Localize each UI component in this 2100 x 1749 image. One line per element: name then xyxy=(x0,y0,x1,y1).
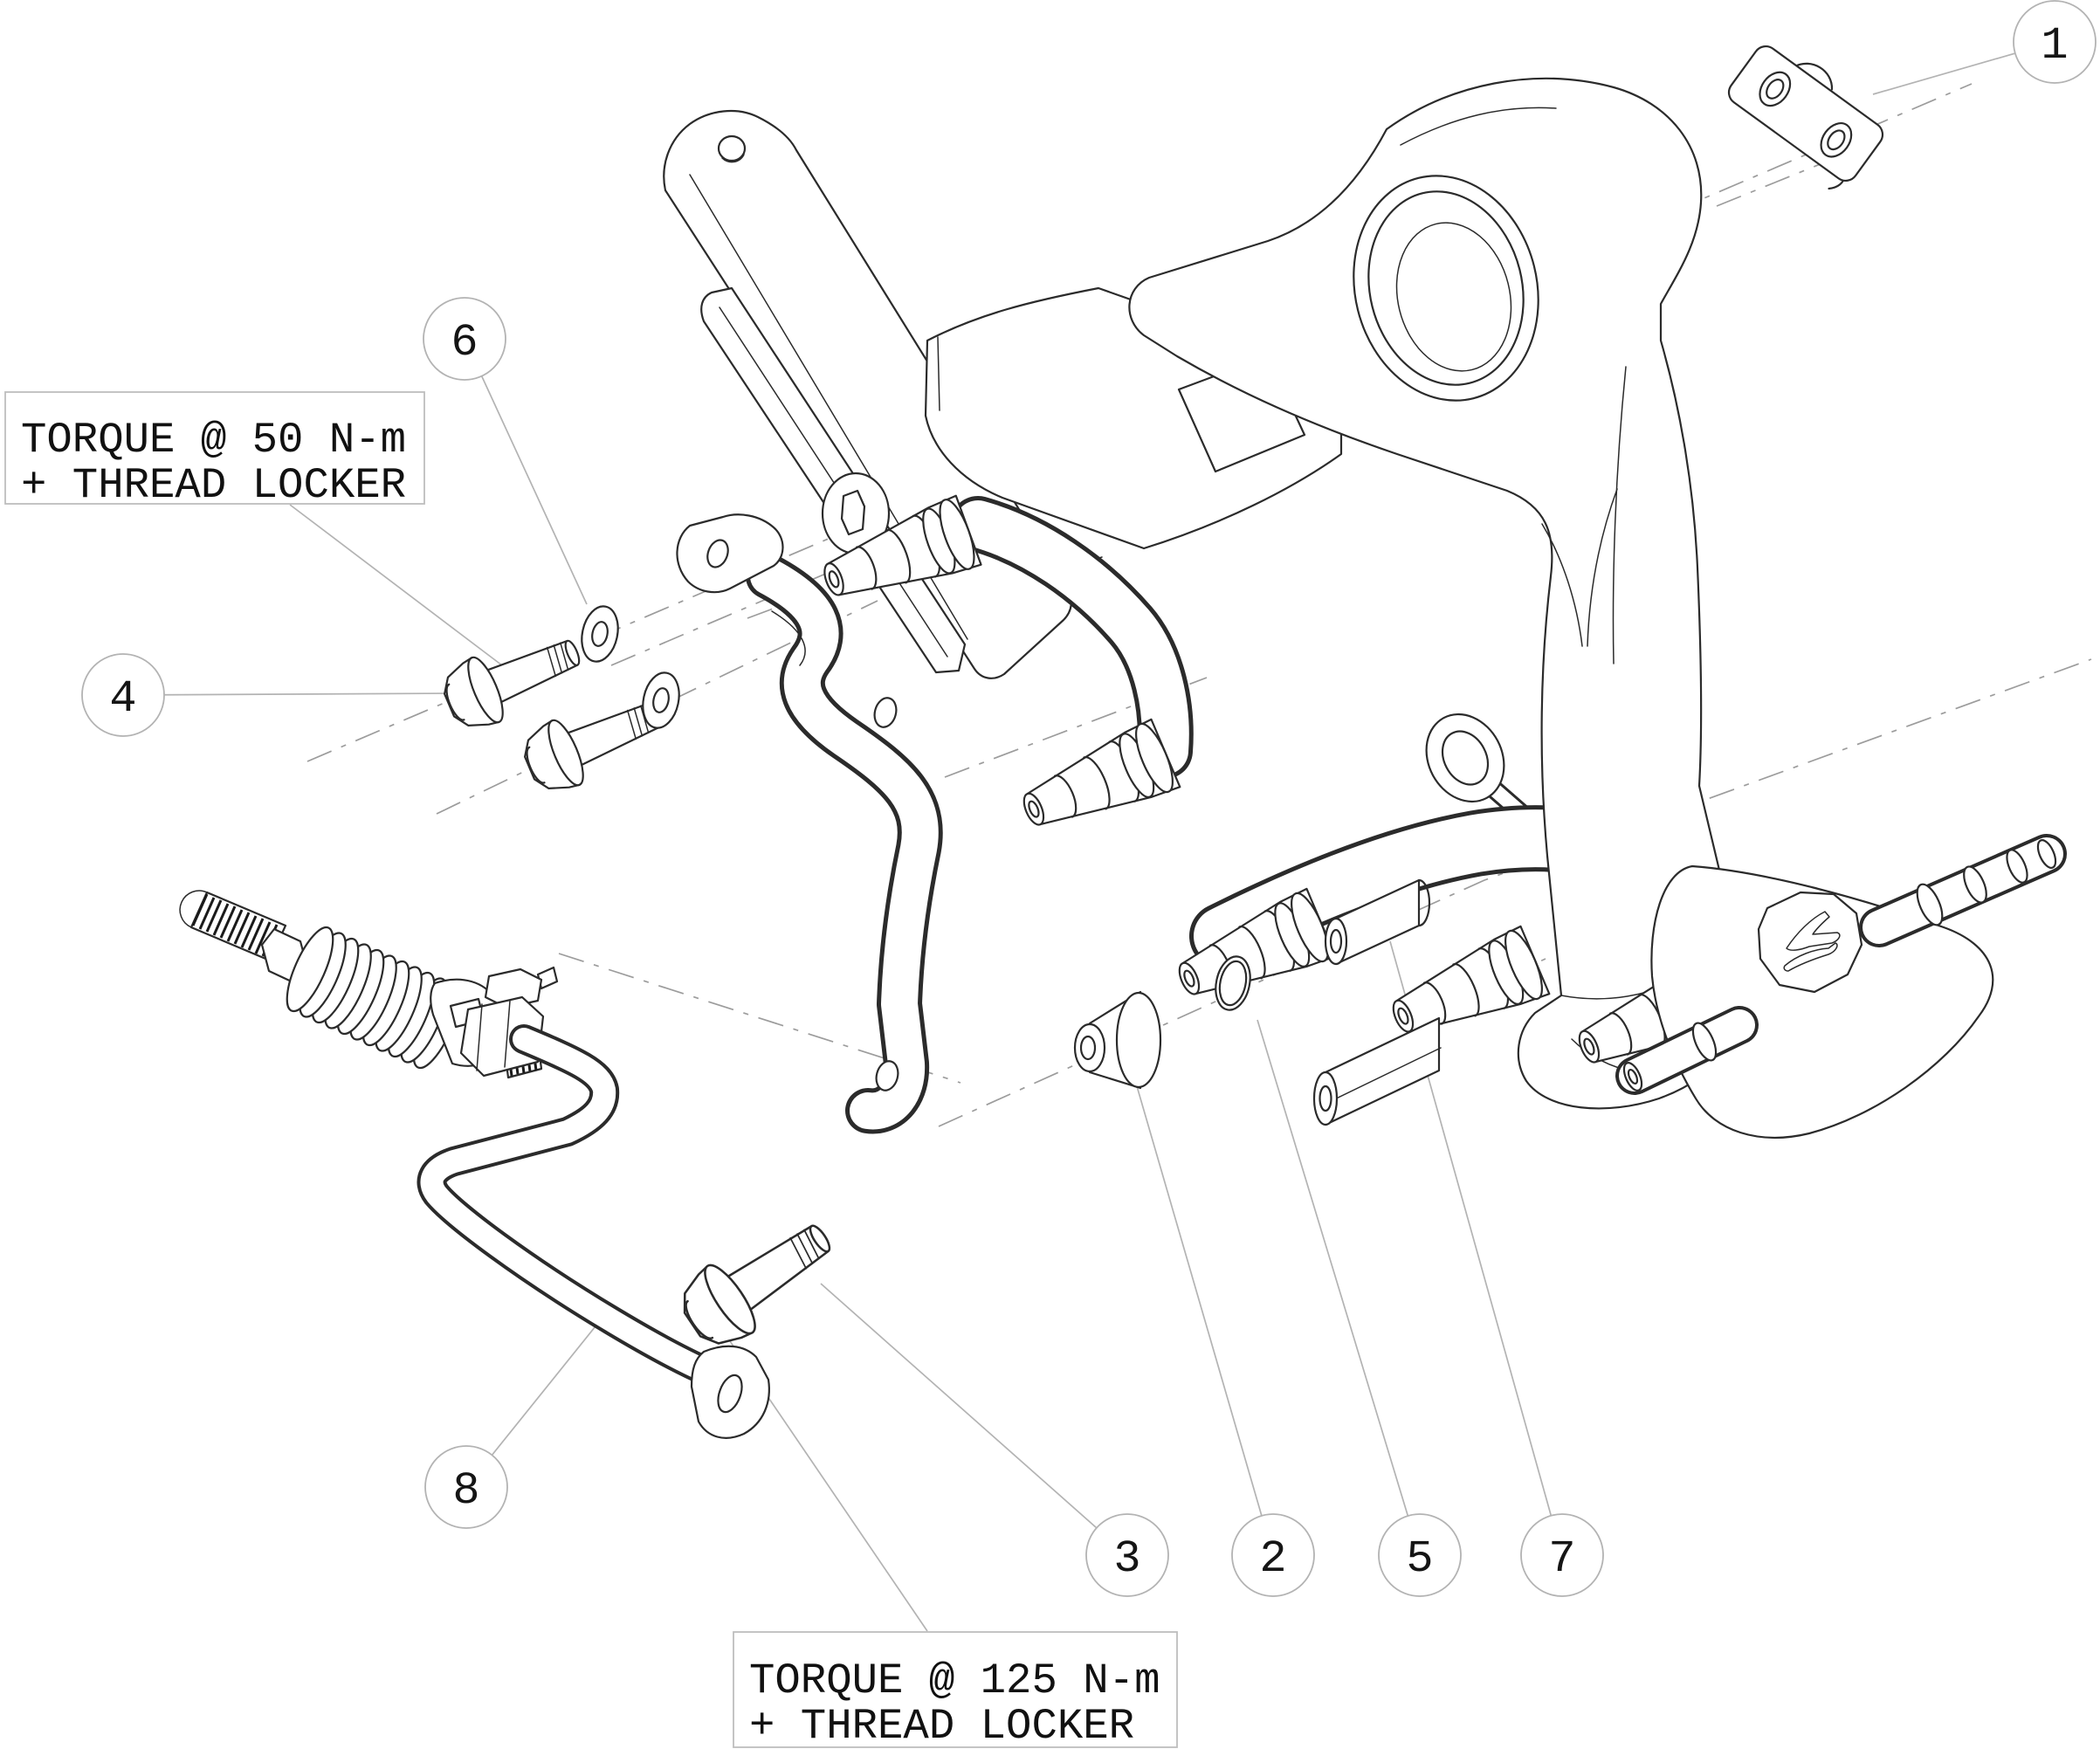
callout-3-number: 3 xyxy=(1113,1533,1140,1585)
callout-2-number: 2 xyxy=(1259,1533,1286,1585)
torque-note-125nm: TORQUE @ 125 N-m + THREAD LOCKER xyxy=(733,1631,1178,1749)
torque-note-125nm-line1: TORQUE @ 125 N-m xyxy=(749,1656,1160,1705)
callout-5-number: 5 xyxy=(1406,1533,1433,1585)
part-spacer-sleeve xyxy=(1324,878,1431,966)
callout-2[interactable]: 2 xyxy=(1231,1513,1315,1597)
callout-6-number: 6 xyxy=(451,317,478,368)
callout-5[interactable]: 5 xyxy=(1378,1513,1462,1597)
callout-8-number: 8 xyxy=(452,1465,479,1517)
part-footpeg-assembly xyxy=(1615,834,2067,1139)
part-circlip-ring xyxy=(1215,955,1251,1011)
torque-note-125nm-line2: + THREAD LOCKER xyxy=(749,1702,1134,1749)
part-pivot-bolt xyxy=(669,1201,849,1360)
torque-note-50nm-line2: + THREAD LOCKER xyxy=(21,461,406,510)
callout-1-number: 1 xyxy=(2041,20,2068,72)
part-support-bracket xyxy=(676,513,943,1134)
part-upper-crossbar xyxy=(813,494,1194,847)
part-mounting-plate xyxy=(1727,45,1884,190)
callout-8[interactable]: 8 xyxy=(424,1445,508,1529)
part-washer-upper xyxy=(575,602,624,666)
leader-lines xyxy=(122,41,2055,1632)
part-gear-linkage-rod xyxy=(179,890,770,1439)
thread-hatching xyxy=(191,893,279,957)
callout-7-number: 7 xyxy=(1548,1533,1575,1585)
part-hex-standoff xyxy=(1312,1016,1442,1126)
callout-7[interactable]: 7 xyxy=(1520,1513,1604,1597)
part-footrest-hanger xyxy=(1128,77,1747,1110)
callout-6[interactable]: 6 xyxy=(423,297,506,381)
torque-note-50nm-line1: TORQUE @ 50 N-m xyxy=(21,416,406,465)
callout-3[interactable]: 3 xyxy=(1085,1513,1169,1597)
part-flange-bolt-upper xyxy=(434,617,592,739)
torque-note-50nm: TORQUE @ 50 N-m + THREAD LOCKER xyxy=(4,391,425,510)
callout-4-number: 4 xyxy=(109,673,136,725)
part-rubber-bushing xyxy=(1073,990,1162,1090)
callout-4[interactable]: 4 xyxy=(81,653,165,737)
triumph-wings-icon xyxy=(1783,911,1841,972)
callout-1[interactable]: 1 xyxy=(2013,0,2097,84)
